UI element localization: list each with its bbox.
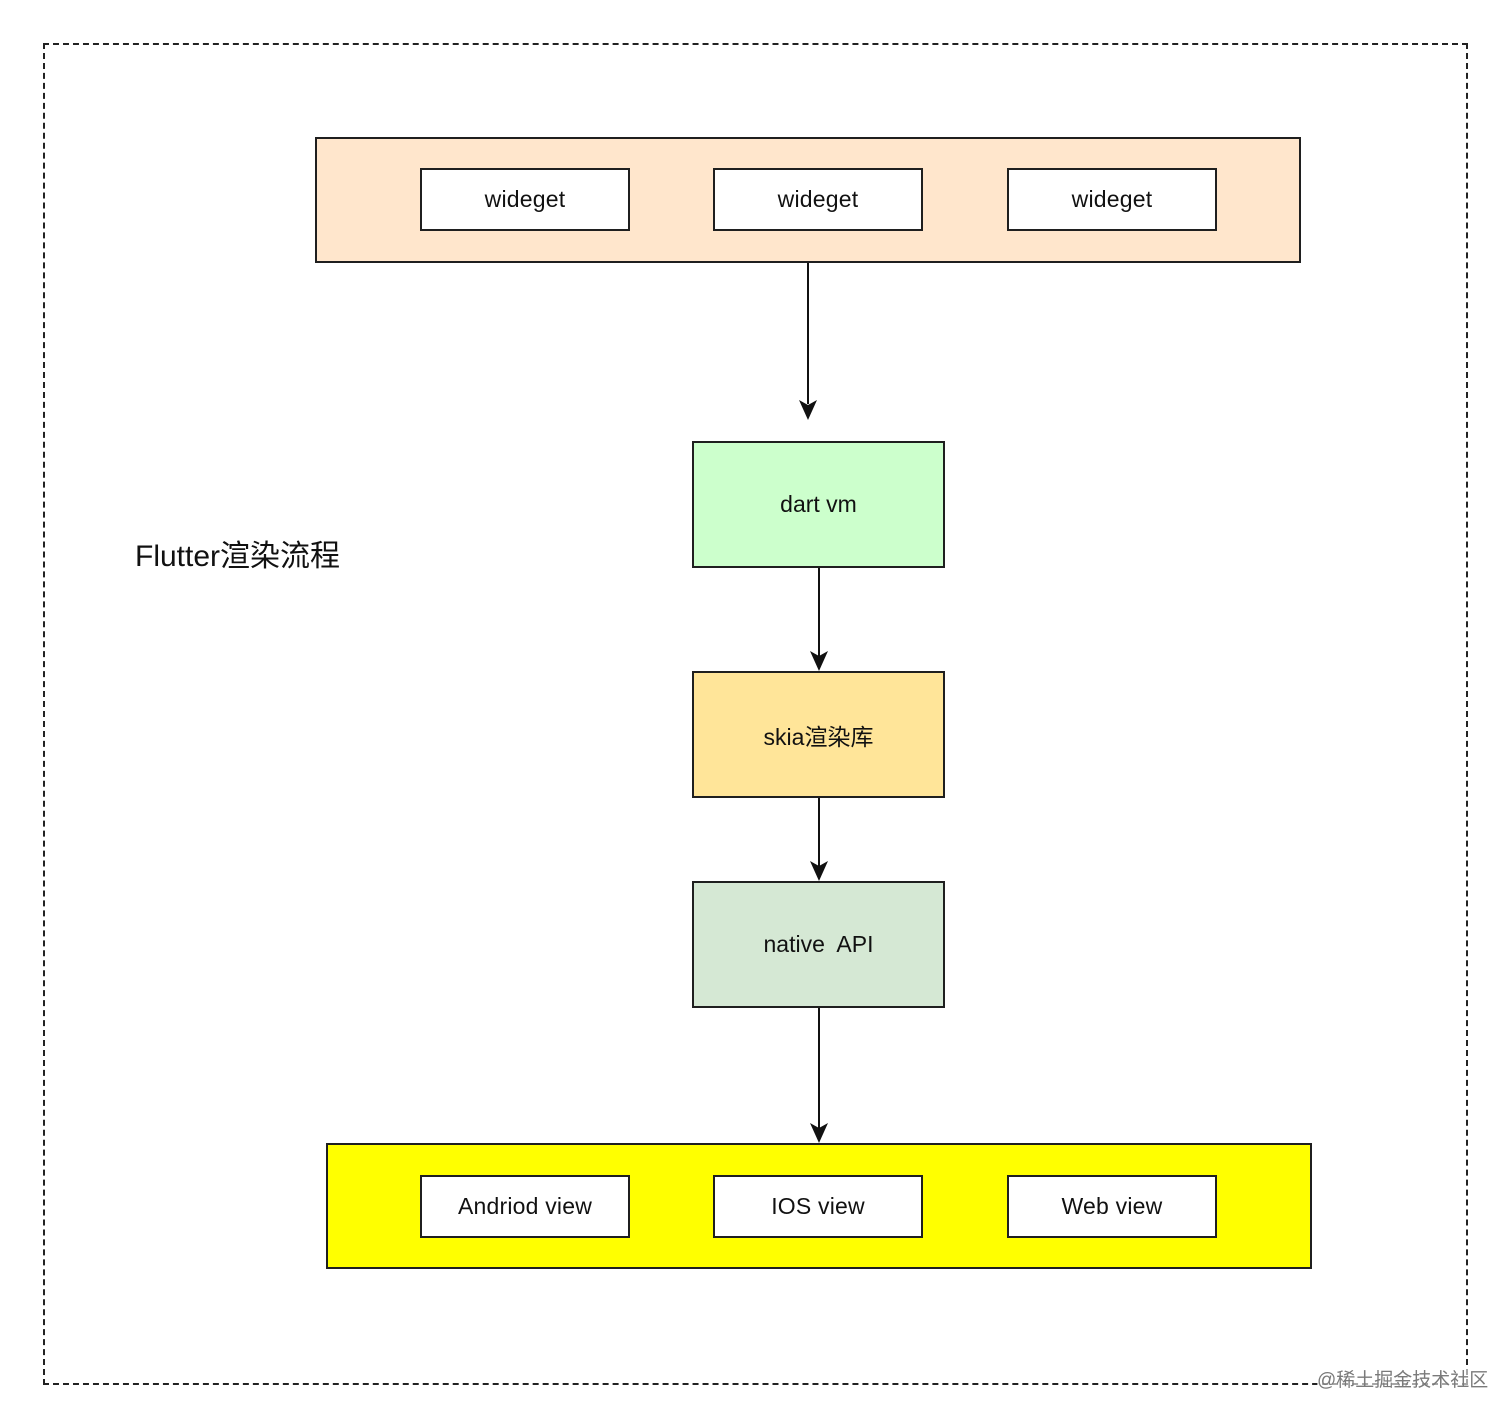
watermark-text: @稀土掘金技术社区 (1317, 1368, 1489, 1394)
arrowhead-skia (810, 651, 828, 671)
diagram-title: Flutter渲染流程 (135, 540, 341, 573)
widget-box-2: wideget (713, 168, 923, 231)
web-view-box: Web view (1007, 1175, 1217, 1238)
skia-render-library-node: skia渲染库 (692, 671, 945, 798)
android-view-box: Andriod view (420, 1175, 630, 1238)
native-api-node: native API (692, 881, 945, 1008)
widget-box-1: wideget (420, 168, 630, 231)
diagram-frame (43, 43, 1468, 1385)
dart-vm-node: dart vm (692, 441, 945, 568)
arrowhead-dart-vm (799, 400, 817, 420)
ios-view-box: IOS view (713, 1175, 923, 1238)
widget-box-3: wideget (1007, 168, 1217, 231)
arrowhead-platform-views (810, 1123, 828, 1143)
arrowhead-native-api (810, 861, 828, 881)
